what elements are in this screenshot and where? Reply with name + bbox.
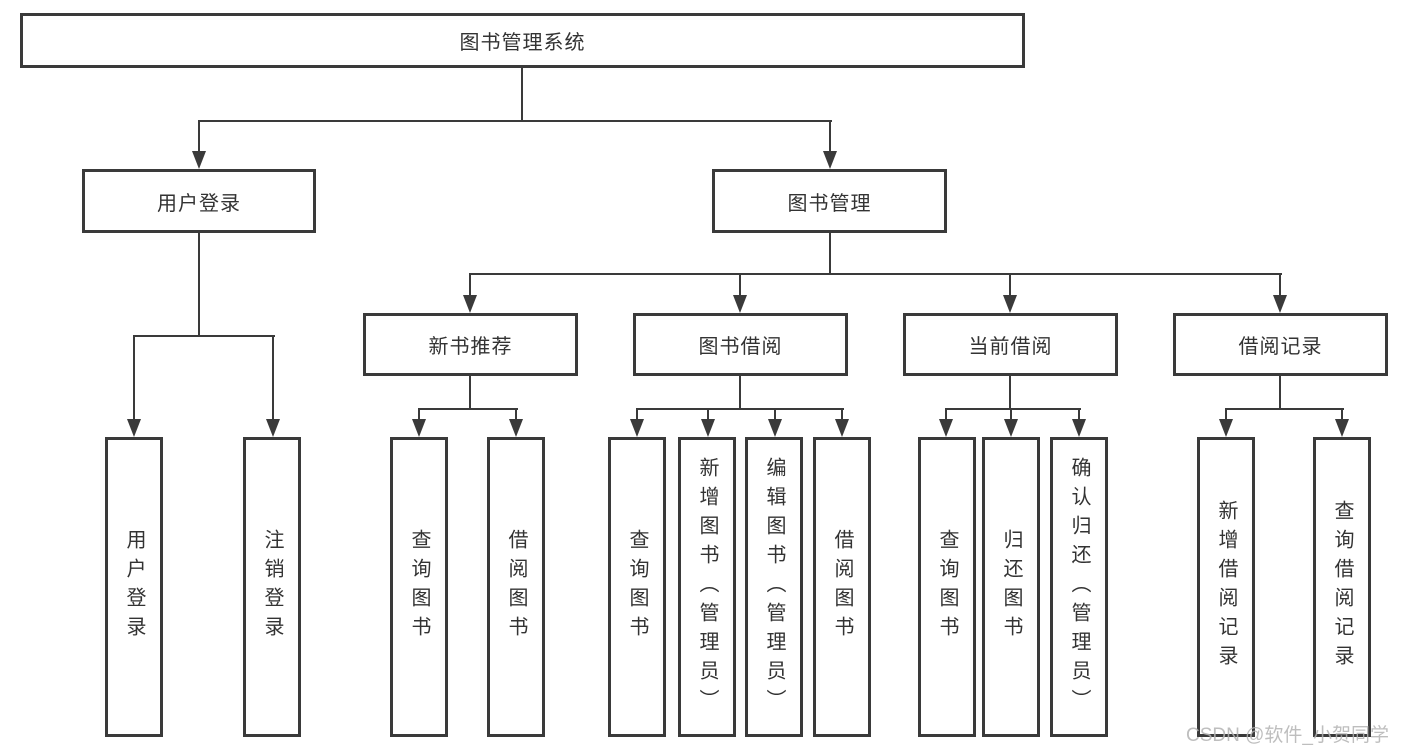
node-library-system: 图书管理系统 — [20, 13, 1025, 68]
connector-line — [1009, 273, 1011, 297]
connector-line — [945, 408, 1081, 410]
leaf-edit-book-admin: 编辑图书（管理员） — [745, 437, 803, 737]
leaf-query-books-recommend: 查询图书 — [390, 437, 448, 737]
connector-line — [841, 408, 843, 421]
node-label: 新增图书（管理员） — [696, 456, 718, 718]
arrow-down-icon — [1072, 419, 1086, 437]
connector-line — [829, 120, 831, 153]
node-label: 新增借阅记录 — [1215, 500, 1237, 674]
arrow-down-icon — [630, 419, 644, 437]
connector-line — [515, 408, 517, 421]
connector-line — [1010, 408, 1012, 421]
node-current-borrow: 当前借阅 — [903, 313, 1118, 376]
node-label: 当前借阅 — [968, 336, 1053, 358]
arrow-down-icon — [701, 419, 715, 437]
arrow-down-icon — [463, 295, 477, 313]
connector-line — [133, 335, 135, 423]
arrow-down-icon — [192, 151, 206, 169]
node-label: 借阅图书 — [505, 529, 527, 645]
connector-line — [198, 233, 200, 337]
connector-line — [829, 233, 831, 275]
node-book-management: 图书管理 — [712, 169, 947, 233]
connector-line — [1225, 408, 1227, 421]
node-label: 借阅记录 — [1238, 336, 1323, 358]
connector-line — [636, 408, 844, 410]
connector-line — [1279, 376, 1281, 410]
leaf-logout: 注销登录 — [243, 437, 301, 737]
leaf-query-borrow-record: 查询借阅记录 — [1313, 437, 1371, 737]
arrow-down-icon — [939, 419, 953, 437]
connector-line — [198, 120, 200, 153]
node-label: 查询图书 — [408, 529, 430, 645]
connector-line — [739, 376, 741, 410]
connector-line — [418, 408, 518, 410]
leaf-confirm-return-admin: 确认归还（管理员） — [1050, 437, 1108, 737]
leaf-query-books-borrow: 查询图书 — [608, 437, 666, 737]
connector-line — [272, 335, 274, 423]
node-label: 用户登录 — [157, 192, 241, 215]
connector-line — [469, 376, 471, 410]
connector-line — [469, 273, 471, 297]
arrow-down-icon — [835, 419, 849, 437]
node-label: 查询借阅记录 — [1331, 500, 1353, 674]
arrow-down-icon — [509, 419, 523, 437]
leaf-borrow-books-recommend: 借阅图书 — [487, 437, 545, 737]
node-user-login: 用户登录 — [82, 169, 316, 233]
node-label: 确认归还（管理员） — [1068, 456, 1090, 718]
node-new-book-recommend: 新书推荐 — [363, 313, 578, 376]
node-book-borrow: 图书借阅 — [633, 313, 848, 376]
leaf-return-book: 归还图书 — [982, 437, 1040, 737]
connector-line — [707, 408, 709, 421]
leaf-add-borrow-record: 新增借阅记录 — [1197, 437, 1255, 737]
node-borrow-records: 借阅记录 — [1173, 313, 1388, 376]
arrow-down-icon — [266, 419, 280, 437]
watermark: CSDN @软件_小贺同学 — [1186, 725, 1389, 746]
node-label: 新书推荐 — [428, 336, 513, 358]
arrow-down-icon — [733, 295, 747, 313]
connector-line — [133, 335, 275, 337]
node-label: 查询图书 — [626, 529, 648, 645]
connector-line — [1341, 408, 1343, 421]
arrow-down-icon — [823, 151, 837, 169]
node-label: 图书管理 — [787, 192, 872, 215]
connector-line — [774, 408, 776, 421]
leaf-add-book-admin: 新增图书（管理员） — [678, 437, 736, 737]
arrow-down-icon — [1219, 419, 1233, 437]
arrow-down-icon — [768, 419, 782, 437]
node-label: 用户登录 — [123, 529, 145, 645]
arrow-down-icon — [1273, 295, 1287, 313]
connector-line — [521, 68, 523, 122]
arrow-down-icon — [127, 419, 141, 437]
arrow-down-icon — [412, 419, 426, 437]
connector-line — [945, 408, 947, 421]
connector-line — [198, 120, 832, 122]
node-label: 归还图书 — [1000, 529, 1022, 645]
node-label: 查询图书 — [936, 529, 958, 645]
arrow-down-icon — [1003, 295, 1017, 313]
leaf-query-books-current: 查询图书 — [918, 437, 976, 737]
leaf-user-login: 用户登录 — [105, 437, 163, 737]
connector-line — [1009, 376, 1011, 410]
arrow-down-icon — [1335, 419, 1349, 437]
node-label: 编辑图书（管理员） — [763, 456, 785, 718]
connector-line — [418, 408, 420, 421]
node-label: 图书借阅 — [698, 336, 783, 358]
connector-line — [739, 273, 741, 297]
connector-line — [1279, 273, 1281, 297]
leaf-borrow-books: 借阅图书 — [813, 437, 871, 737]
node-label: 注销登录 — [261, 529, 283, 645]
connector-line — [1078, 408, 1080, 421]
node-label: 图书管理系统 — [459, 32, 586, 54]
connector-line — [636, 408, 638, 421]
connector-line — [469, 273, 1282, 275]
arrow-down-icon — [1004, 419, 1018, 437]
connector-line — [1225, 408, 1344, 410]
node-label: 借阅图书 — [831, 529, 853, 645]
